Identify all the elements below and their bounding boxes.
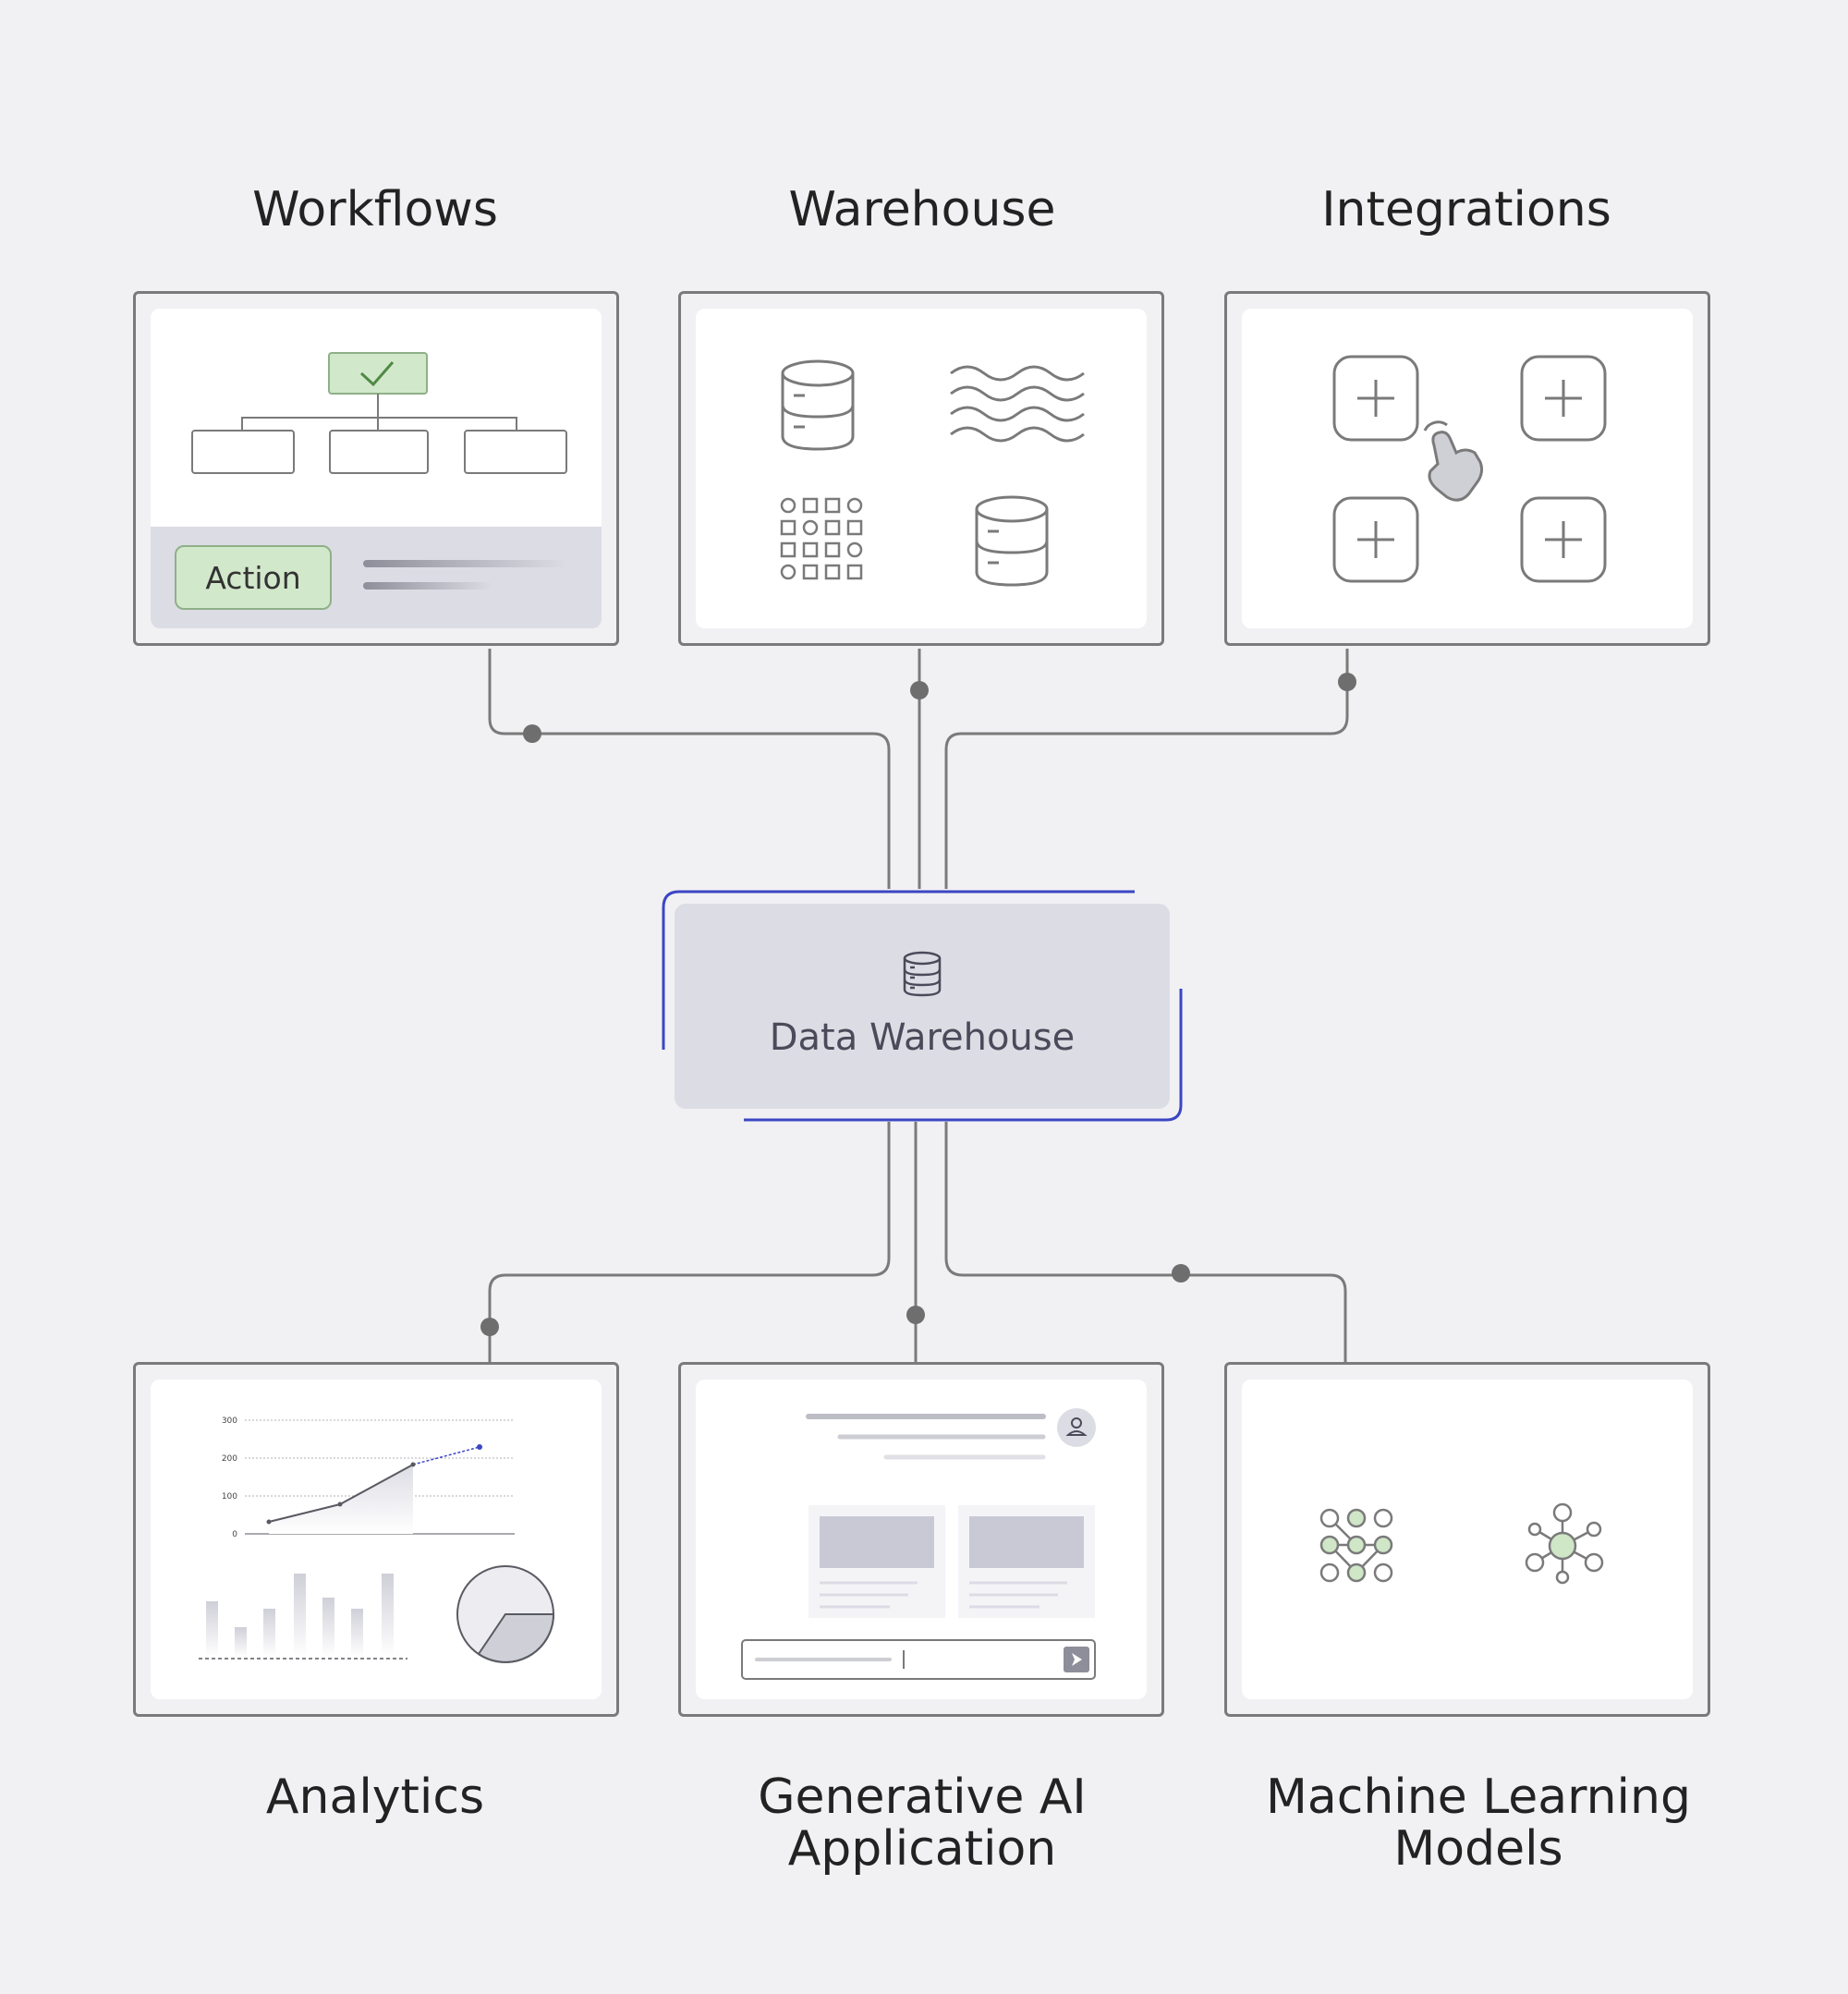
placeholder-line <box>363 560 566 567</box>
node-graph-icon <box>1319 1508 1393 1583</box>
action-bar: Action <box>151 527 602 628</box>
connector-dot <box>906 1306 925 1324</box>
plus-square-icon <box>1332 355 1419 442</box>
genai-panel <box>678 1362 1164 1717</box>
integrations-card <box>1242 309 1693 628</box>
pointer-hand-icon <box>1423 420 1484 502</box>
title-warehouse: Warehouse <box>788 182 1056 237</box>
connector-dot <box>480 1318 499 1336</box>
genai-mockup <box>741 1408 1096 1680</box>
y-tick-label: 100 <box>222 1492 237 1502</box>
line-point <box>410 1462 416 1467</box>
database-icon <box>781 359 855 451</box>
workflows-card: Action <box>151 309 602 628</box>
action-button[interactable]: Action <box>175 545 332 610</box>
warehouse-panel <box>678 291 1164 646</box>
database-icon <box>903 951 942 997</box>
y-tick-label: 0 <box>232 1530 237 1539</box>
connector-workflows <box>488 649 891 889</box>
y-tick-label: 300 <box>222 1416 237 1426</box>
connector-dot <box>1172 1264 1190 1283</box>
title-genai-line2: Application <box>787 1821 1057 1877</box>
line-series-forecast <box>412 1446 480 1465</box>
bar <box>235 1627 247 1657</box>
center-accent-bottom-right <box>744 989 1183 1122</box>
ml-card <box>1242 1380 1693 1699</box>
plus-square-icon <box>1520 496 1607 583</box>
integrations-icons <box>1332 355 1607 583</box>
title-integrations: Integrations <box>1321 182 1611 237</box>
center-accent-top-left <box>662 890 1135 1050</box>
bar <box>351 1609 363 1657</box>
y-tick-label: 200 <box>222 1454 237 1464</box>
bar <box>206 1601 218 1657</box>
analytics-card: 300 200 100 0 <box>151 1380 602 1699</box>
database-icon <box>975 495 1049 587</box>
line-point <box>266 1519 272 1525</box>
analytics-chart: 300 200 100 0 <box>199 1416 555 1663</box>
connector-ml <box>944 1122 1347 1362</box>
workflows-panel: Action <box>133 291 619 646</box>
title-genai-line1: Generative AI <box>758 1769 1087 1825</box>
integrations-panel <box>1224 291 1710 646</box>
user-avatar-icon <box>1057 1408 1096 1447</box>
send-icon <box>1064 1647 1089 1672</box>
connector-dot <box>523 724 541 743</box>
warehouse-icons <box>780 359 1085 587</box>
ml-icons <box>1319 1502 1604 1585</box>
ml-panel <box>1224 1362 1710 1717</box>
bar <box>263 1609 275 1657</box>
workflow-tree-icon <box>191 352 567 474</box>
data-warehouse-node: Data Warehouse <box>675 904 1170 1109</box>
warehouse-card <box>696 309 1147 628</box>
line-point <box>337 1502 343 1507</box>
connector-dot <box>1338 673 1356 691</box>
title-ml-line1: Machine Learning <box>1266 1769 1691 1825</box>
title-ml-line2: Models <box>1393 1821 1563 1877</box>
hub-network-icon <box>1525 1502 1604 1585</box>
bar <box>382 1574 394 1657</box>
connector-integrations <box>944 649 1349 889</box>
connector-dot <box>910 681 929 699</box>
data-warehouse-label: Data Warehouse <box>769 1016 1076 1059</box>
bar <box>322 1598 334 1657</box>
line-point <box>477 1444 482 1450</box>
placeholder-line <box>363 582 492 590</box>
wave-lines-icon <box>950 365 1085 443</box>
connector-analytics <box>488 1122 891 1362</box>
genai-card <box>696 1380 1147 1699</box>
analytics-panel: 300 200 100 0 <box>133 1362 619 1717</box>
bar <box>294 1574 306 1657</box>
plus-square-icon <box>1520 355 1607 442</box>
line-area <box>269 1465 413 1534</box>
title-analytics: Analytics <box>265 1769 485 1825</box>
title-workflows: Workflows <box>252 182 498 237</box>
prompt-input <box>741 1639 1096 1680</box>
grid-dots-icon <box>780 497 863 580</box>
plus-square-icon <box>1332 496 1419 583</box>
pie-chart <box>456 1565 555 1663</box>
